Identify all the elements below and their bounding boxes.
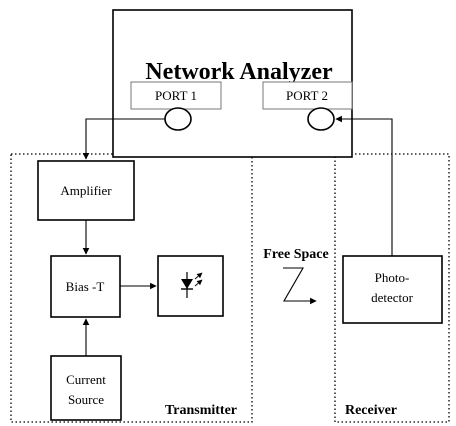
photodetector-to-port2-arrow [335, 115, 393, 256]
network-analyzer-title: Network Analyzer [145, 59, 333, 85]
current-source-label-line1: Current [66, 372, 106, 387]
photodetector-label-line1: Photo- [375, 270, 410, 285]
current-source-label-line2: Source [68, 392, 104, 407]
amplifier-block [37, 160, 135, 221]
receiver-label: Receiver [345, 403, 397, 418]
photodetector-label-line2: detector [371, 290, 414, 305]
port1-connector [164, 107, 192, 131]
transmitter-label: Transmitter [165, 403, 237, 418]
bias-t-label: Bias -T [66, 279, 105, 294]
port2-label: PORT 2 [286, 88, 328, 103]
port2-connector [307, 107, 335, 131]
photodetector-block [342, 255, 443, 324]
amplifier-label: Amplifier [60, 183, 112, 198]
port2-label-box [262, 81, 353, 110]
led-icon [181, 272, 203, 298]
led-block [157, 255, 224, 317]
free-space-label: Free Space [263, 247, 328, 262]
bias-t-block [50, 255, 121, 318]
current-source-block [50, 355, 122, 421]
port1-label: PORT 1 [155, 88, 197, 103]
port1-to-amplifier-arrow [82, 118, 165, 160]
free-space-zigzag-arrow [283, 267, 317, 305]
